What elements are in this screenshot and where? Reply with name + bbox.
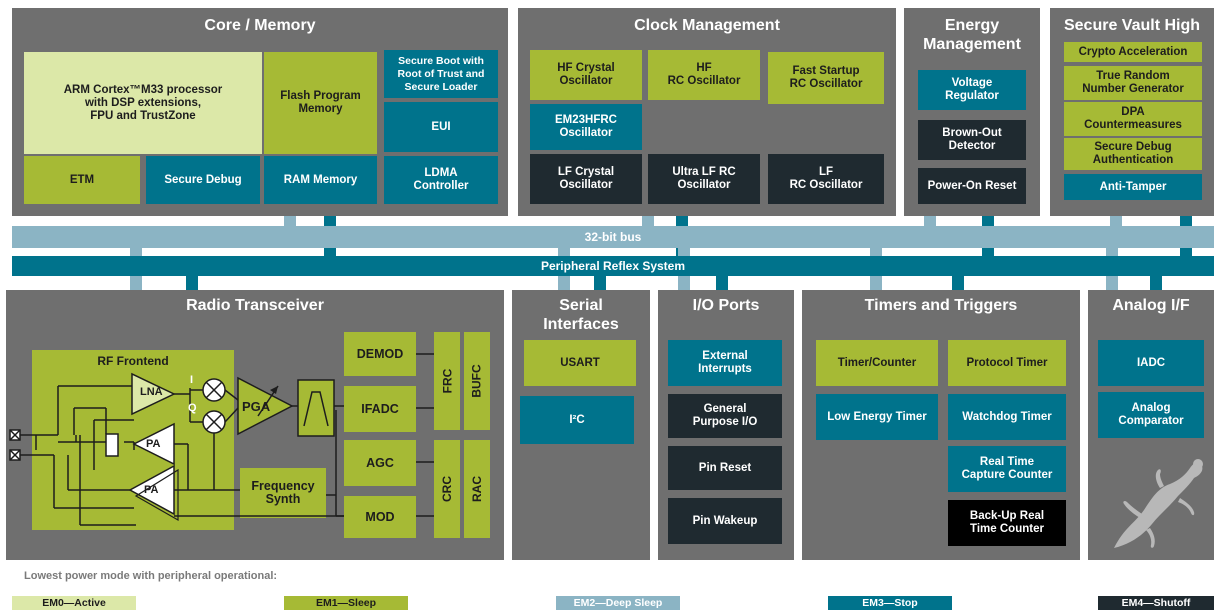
radio-transceiver-title: Radio Transceiver [186, 297, 324, 314]
true-random-number-generator-block: True Random Number Generator [1064, 66, 1202, 100]
connector-io-prs [716, 276, 728, 292]
connector-serial-prs [594, 276, 606, 292]
q-label: Q [188, 402, 197, 414]
voltage-regulator-block: Voltage Regulator [918, 70, 1026, 110]
iadc-block: IADC [1098, 340, 1204, 386]
i2c-block: I²C [520, 396, 634, 444]
legend-caption: Lowest power mode with peripheral operat… [24, 570, 278, 582]
analog-if-title: Analog I/F [1112, 297, 1190, 314]
peripheral-reflex-system-bus: Peripheral Reflex System [12, 256, 1214, 276]
backup-rtc-block: Back-Up Real Time Counter [948, 500, 1066, 546]
secure-debug-block: Secure Debug [146, 156, 260, 204]
crypto-acceleration-block: Crypto Acceleration [1064, 42, 1202, 62]
rf-schematic [9, 353, 434, 526]
analog-if-panel: Analog I/F IADC Analog Comparator [1088, 290, 1214, 560]
hf-crystal-oscillator: HF Crystal Oscillator [530, 50, 642, 100]
frequency-synth-block: Frequency Synth [240, 468, 326, 518]
i-label: I [190, 374, 194, 386]
demod-block: DEMOD [344, 332, 416, 376]
crc-block: CRC [434, 440, 460, 538]
energy-management-panel: Energy Management Voltage Regulator Brow… [904, 8, 1040, 216]
eui-block: EUI [384, 102, 498, 152]
pin-reset-block: Pin Reset [668, 446, 782, 490]
legend-em0: EM0—Active [12, 596, 136, 610]
protocol-timer-block: Protocol Timer [948, 340, 1066, 386]
em23hfrc-oscillator: EM23HFRC Oscillator [530, 104, 642, 150]
pga-label: PGA [242, 399, 271, 414]
prs-label: Peripheral Reflex System [540, 259, 686, 273]
bufc-block: BUFC [464, 332, 490, 430]
power-on-reset-block: Power-On Reset [918, 168, 1026, 204]
watchdog-timer-block: Watchdog Timer [948, 394, 1066, 440]
etm-block: ETM [24, 156, 140, 204]
legend-em2: EM2—Deep Sleep [556, 596, 680, 610]
ldma-controller-block: LDMA Controller [384, 156, 498, 204]
pa-label-2: PA [144, 484, 159, 496]
timers-triggers-panel: Timers and Triggers Timer/Counter Protoc… [802, 290, 1080, 560]
usart-block: USART [524, 340, 636, 386]
core-memory-panel: Core / Memory ARM Cortex™M33 processor w… [12, 8, 508, 216]
real-time-capture-counter-block: Real Time Capture Counter [948, 446, 1066, 492]
timer-counter-block: Timer/Counter [816, 340, 938, 386]
external-interrupts-block: External Interrupts [668, 340, 782, 386]
secure-debug-authentication-block: Secure Debug Authentication [1064, 138, 1202, 170]
general-purpose-io-block: General Purpose I/O [668, 394, 782, 438]
io-ports-title: I/O Ports [692, 297, 760, 314]
pin-wakeup-block: Pin Wakeup [668, 498, 782, 544]
fast-startup-rc-oscillator: Fast Startup RC Oscillator [768, 52, 884, 104]
analog-comparator-block: Analog Comparator [1098, 392, 1204, 438]
ultra-lf-rc-oscillator: Ultra LF RC Oscillator [648, 154, 760, 204]
secure-vault-panel: Secure Vault High Crypto Acceleration Tr… [1050, 8, 1214, 216]
serial-interfaces-title: Serial Interfaces [543, 297, 619, 333]
energy-management-title: Energy Management [923, 17, 1021, 53]
rac-block: RAC [464, 440, 490, 538]
brown-out-detector-block: Brown-Out Detector [918, 120, 1026, 160]
serial-interfaces-panel: Serial Interfaces USART I²C [512, 290, 650, 560]
anti-tamper-block: Anti-Tamper [1064, 174, 1202, 200]
secure-vault-title: Secure Vault High [1063, 17, 1201, 34]
connector-timers-prs [952, 276, 964, 292]
arm-cortex-block: ARM Cortex™M33 processor with DSP extens… [24, 52, 262, 154]
gecko-logo-icon [1114, 459, 1203, 548]
dpa-countermeasures-block: DPA Countermeasures [1064, 102, 1202, 136]
rf-frontend-label: RF Frontend [97, 354, 169, 368]
connector-radio-prs [186, 276, 198, 292]
frc-block: FRC [434, 332, 460, 430]
agc-block: AGC [344, 440, 416, 486]
legend-em4: EM4—Shutoff [1098, 596, 1214, 610]
lf-crystal-oscillator: LF Crystal Oscillator [530, 154, 642, 204]
mod-block: MOD [344, 496, 416, 538]
lna-label: LNA [140, 386, 163, 398]
core-memory-title: Core / Memory [204, 17, 316, 34]
legend-em3: EM3—Stop [828, 596, 952, 610]
hf-rc-oscillator: HF RC Oscillator [648, 50, 760, 100]
timers-triggers-title: Timers and Triggers [864, 297, 1018, 314]
pa-label-1: PA [146, 438, 161, 450]
clock-management-panel: Clock Management HF Crystal Oscillator H… [518, 8, 896, 216]
io-ports-panel: I/O Ports External Interrupts General Pu… [658, 290, 794, 560]
radio-transceiver-panel: Radio Transceiver RF Frontend DEMOD IFAD… [6, 290, 504, 560]
legend-em1: EM1—Sleep [284, 596, 408, 610]
ram-memory-block: RAM Memory [264, 156, 377, 204]
ifadc-block: IFADC [344, 386, 416, 432]
flash-memory-block: Flash Program Memory [264, 52, 377, 154]
connector-analog-prs [1150, 276, 1162, 292]
clock-management-title: Clock Management [634, 17, 780, 34]
low-energy-timer-block: Low Energy Timer [816, 394, 938, 440]
lf-rc-oscillator: LF RC Oscillator [768, 154, 884, 204]
bus-32bit: 32-bit bus [12, 226, 1214, 248]
secure-boot-block: Secure Boot with Root of Trust and Secur… [384, 50, 498, 98]
bus-32bit-label: 32-bit bus [584, 230, 642, 244]
